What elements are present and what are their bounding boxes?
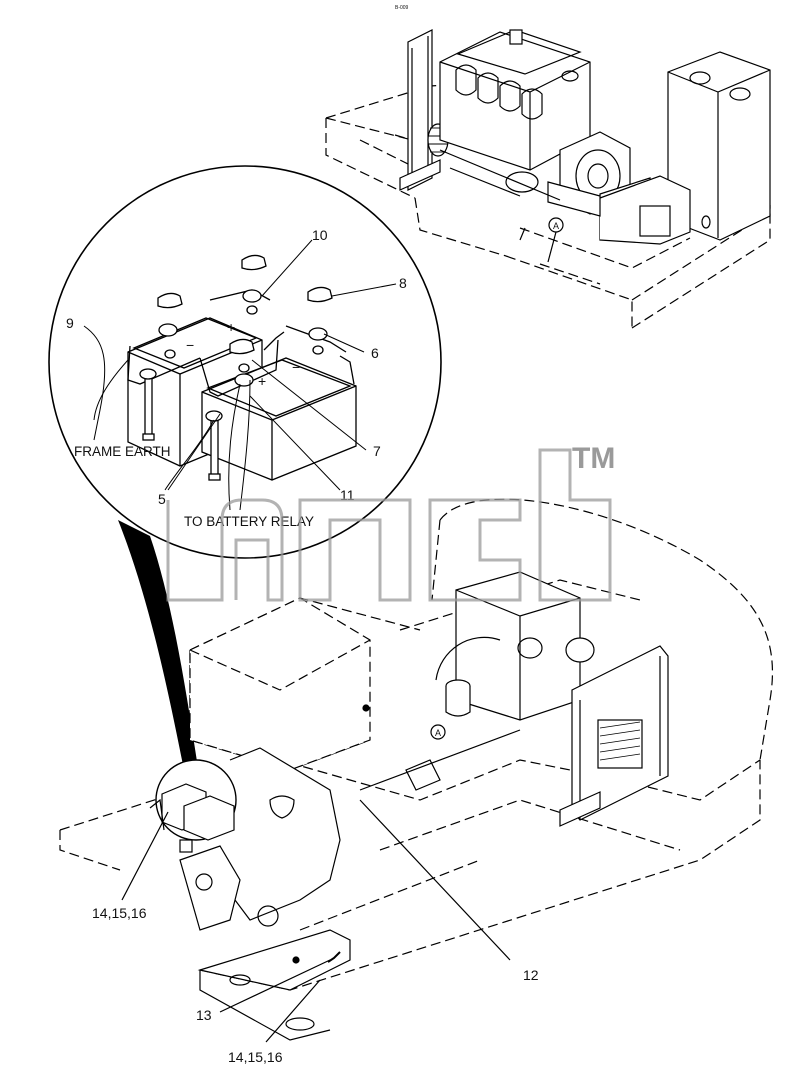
lower-structure-view [59,498,774,1043]
callout-10: 10 [312,227,328,243]
top-mark: B-009 [395,5,409,11]
watermark-trademark: TM [572,442,615,475]
callout-8: 8 [399,275,407,291]
callout-14-15-16-lower: 14,15,16 [228,1049,283,1065]
caption-to-battery-relay: TO BATTERY RELAY [184,514,314,529]
battery-left-minus: − [186,337,194,353]
view-marker-a-bottom: A [435,728,441,738]
callout-6: 6 [371,345,379,361]
callout-13: 13 [196,1007,212,1023]
watermark-logo [166,448,612,602]
battery-left-plus: + [227,319,235,335]
callout-7: 7 [373,443,381,459]
callout-9: 9 [66,315,74,331]
upper-engine-view [325,29,771,329]
callout-14-15-16-upper: 14,15,16 [92,905,147,921]
battery-right-minus: − [292,359,300,375]
caption-frame-earth: FRAME EARTH [74,444,171,459]
battery-right-plus: + [258,373,266,389]
detail-connector-wedge [118,520,198,770]
callout-5: 5 [158,491,166,507]
view-marker-a-top: A [553,221,559,231]
callout-12: 12 [523,967,539,983]
